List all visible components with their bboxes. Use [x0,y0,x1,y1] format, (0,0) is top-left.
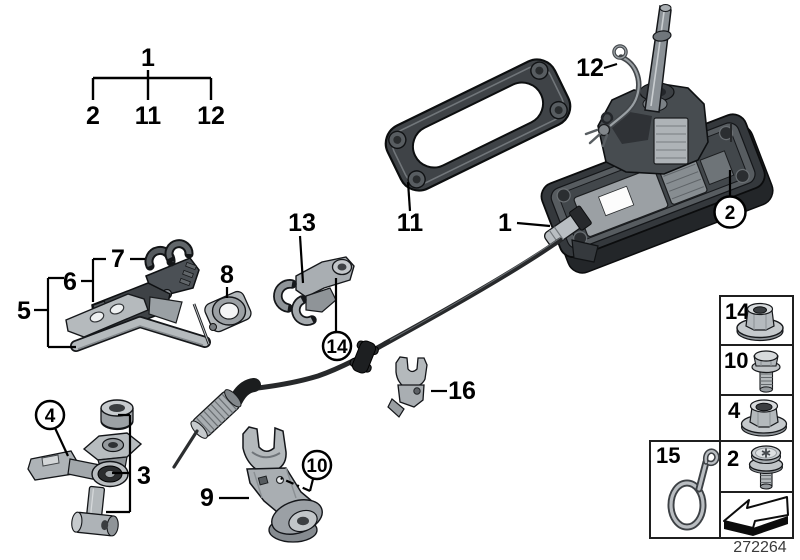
clamp-8-drawing [204,290,252,333]
leader-6 [81,259,95,302]
callout-8-label[interactable]: 8 [220,261,234,289]
callout-9-label[interactable]: 9 [200,484,214,512]
selector-lever-arm [27,450,129,488]
t-bolt [71,485,119,537]
circled-callout-4[interactable] [34,399,66,431]
callout-1-label[interactable]: 1 [498,209,512,237]
shifter-assembly-drawing [540,4,774,274]
hex-flange-bolt-icon [751,350,781,393]
collar-nut-icon [740,399,788,437]
fastener-legend: 14 10 4 2 15 [649,295,794,539]
bracket-cluster-drawing [65,239,252,352]
part-hierarchy-tree: 1 2 11 12 [86,44,225,130]
gasket-corner-bosses [388,61,568,189]
bracket-9-drawing [242,426,323,543]
callout-3-label[interactable]: 3 [137,462,151,490]
diagram-number: 272264 [733,539,786,556]
callout-6-label[interactable]: 6 [63,268,77,296]
cable-grommet [349,340,379,374]
callout-16-label[interactable]: 16 [448,377,476,405]
callouts-layer: 1 11 12 13 16 9 3 5 6 7 8 2 4 10 [17,54,747,514]
circled-callout-10[interactable] [301,449,333,481]
legend-2-label[interactable]: 2 [727,446,739,471]
leader-11 [406,181,412,212]
circled-callout-2[interactable] [713,195,747,229]
tree-child-11-label[interactable]: 11 [135,102,162,130]
circled-2-label[interactable]: 2 [725,203,736,224]
leader-1 [516,221,551,228]
bracket-5-drawing [65,293,211,352]
tree-child-2-label[interactable]: 2 [86,102,100,130]
callout-7-label[interactable]: 7 [111,245,125,273]
shift-lever [642,4,672,113]
callout-11-label[interactable]: 11 [397,209,424,237]
flange-nut-icon [736,302,784,342]
bracket-13-drawing [273,256,355,326]
leader-circled-4 [54,427,69,457]
leader-13 [298,235,305,284]
direction-arrow-icon [723,496,789,536]
gasket-drawing [384,58,572,192]
legend-10-label[interactable]: 10 [724,348,748,373]
circled-10-label[interactable]: 10 [306,456,327,477]
wire-hook-icon [667,448,720,531]
circled-4-label[interactable]: 4 [45,406,56,427]
leader-5 [34,276,76,349]
cable-end-rod [172,429,199,469]
circled-14-label[interactable]: 14 [326,337,348,358]
tree-child-12-label[interactable]: 12 [197,102,225,130]
leader-circled-10-dash [277,475,311,493]
tree-root-label[interactable]: 1 [141,44,155,72]
leader-3 [106,413,132,514]
release-wire-drawing [584,44,642,148]
selector-lever-stack-drawing [27,399,143,537]
callout-13-label[interactable]: 13 [288,209,316,237]
leader-circled-10 [308,478,315,492]
clip-16-drawing [387,356,428,418]
circled-callout-14[interactable] [321,330,353,362]
tree-lines [91,70,213,100]
legend-15-label[interactable]: 15 [656,443,680,468]
callout-5-label[interactable]: 5 [17,297,31,325]
leader-12 [603,62,618,70]
callout-12-label[interactable]: 12 [576,54,604,82]
screw-with-washer-icon [748,445,784,490]
shift-cable-drawing [172,237,563,469]
legend-4-label[interactable]: 4 [728,398,741,423]
